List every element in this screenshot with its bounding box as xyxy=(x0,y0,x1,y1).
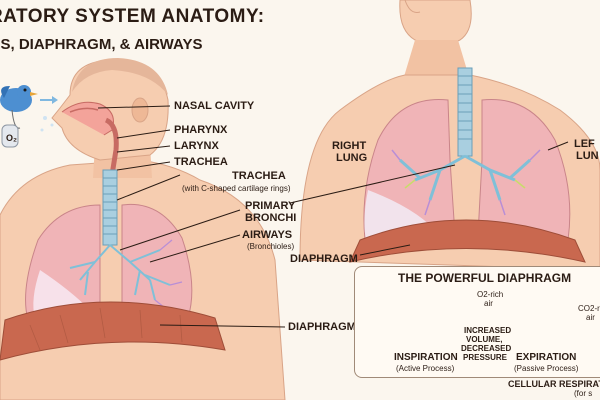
panel-expiration: EXPIRATION xyxy=(516,352,577,363)
panel-passive: (Passive Process) xyxy=(514,364,579,373)
panel-o2-rich: O2-rich xyxy=(477,290,504,299)
label-nasal-cavity: NASAL CAVITY xyxy=(174,100,255,112)
diagram-subtitle: NGS, DIAPHRAGM, & AIRWAYS xyxy=(0,36,203,53)
label-bronchi: BRONCHI xyxy=(245,212,297,224)
label-trachea-big: TRACHEA xyxy=(232,170,286,182)
label-right: RIGHT xyxy=(332,140,367,152)
label-diaphragm-left-figure: DIAPHRAGM xyxy=(288,321,356,333)
panel-volume: VOLUME, xyxy=(466,335,503,344)
label-primary: PRIMARY xyxy=(245,200,296,212)
label-left: LEF xyxy=(574,138,595,150)
label-diaphragm-right-figure: DIAPHRAGM xyxy=(290,253,358,265)
oxygen-tank-icon xyxy=(1,124,19,148)
label-larynx: LARYNX xyxy=(174,140,219,152)
panel-decreased: DECREASED xyxy=(461,344,512,353)
left-figure xyxy=(0,58,286,400)
label-pharynx: PHARYNX xyxy=(174,124,228,136)
diaphragm-panel xyxy=(354,266,600,378)
label-right-lung: LUNG xyxy=(336,152,368,164)
bird-icon xyxy=(0,85,58,129)
panel-air-2: air xyxy=(586,313,595,322)
label-o2: O₂ xyxy=(6,133,17,143)
label-airways: AIRWAYS xyxy=(242,229,293,241)
label-bronchioles: (Bronchioles) xyxy=(247,242,295,251)
label-trachea-note: (with C-shaped cartilage rings) xyxy=(182,184,291,193)
panel-active: (Active Process) xyxy=(396,364,455,373)
panel-air: air xyxy=(484,299,493,308)
label-left-lung: LUN xyxy=(576,150,599,162)
diaphragm-panel-title: THE POWERFUL DIAPHRAGM xyxy=(398,271,572,285)
panel-for-s: (for s xyxy=(574,389,593,398)
panel-pressure: PRESSURE xyxy=(463,353,508,362)
label-trachea: TRACHEA xyxy=(174,156,228,168)
diagram-title: PIRATORY SYSTEM ANATOMY: xyxy=(0,6,265,27)
panel-cellular-respiration: CELLULAR RESPIRAT xyxy=(508,379,600,389)
panel-increased: INCREASED xyxy=(464,326,512,335)
right-figure xyxy=(289,0,600,271)
panel-co2-rich: CO2-ri xyxy=(578,304,600,313)
panel-inspiration: INSPIRATION xyxy=(394,352,458,363)
